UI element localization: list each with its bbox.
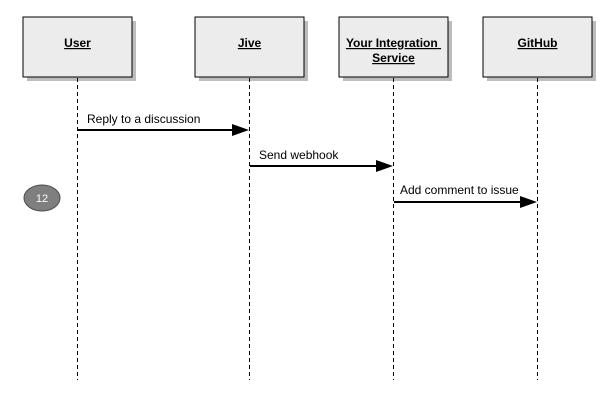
message-send-webhook[interactable]: Send webhook xyxy=(250,148,393,172)
arrowhead-icon xyxy=(520,196,537,208)
actor-integration-label-line1: Your Integration xyxy=(346,36,438,50)
actor-jive-box xyxy=(194,16,305,78)
actor-jive[interactable]: Jive xyxy=(194,16,308,81)
actor-github-box xyxy=(482,16,593,78)
step-badge-shape xyxy=(23,184,61,212)
actor-integration-label-line2: Service xyxy=(372,51,415,65)
message-label: Send webhook xyxy=(259,148,339,162)
actor-jive-label: Jive xyxy=(238,36,262,50)
actor-user-box xyxy=(22,16,133,78)
actor-github[interactable]: GitHub xyxy=(482,16,596,81)
step-badge[interactable]: 12 xyxy=(23,184,61,212)
actor-integration-box xyxy=(338,16,449,78)
actor-integration-service[interactable]: Your Integration Service xyxy=(338,16,452,81)
message-label: Reply to a discussion xyxy=(87,112,200,126)
message-label: Add comment to issue xyxy=(400,183,519,197)
actor-jive-label-line: Jive xyxy=(238,36,262,50)
actor-integration-label: Your Integration Service xyxy=(346,36,441,65)
actor-user-label-line: User xyxy=(64,36,91,50)
actor-github-label: GitHub xyxy=(518,36,558,50)
actor-user-label: User xyxy=(64,36,91,50)
message-reply-to-discussion[interactable]: Reply to a discussion xyxy=(78,112,249,136)
message-add-comment[interactable]: Add comment to issue xyxy=(394,183,537,208)
arrowhead-icon xyxy=(232,124,249,136)
actor-github-label-line: GitHub xyxy=(518,36,558,50)
step-badge-label: 12 xyxy=(36,193,48,205)
actor-user[interactable]: User xyxy=(22,16,136,81)
arrowhead-icon xyxy=(376,160,393,172)
